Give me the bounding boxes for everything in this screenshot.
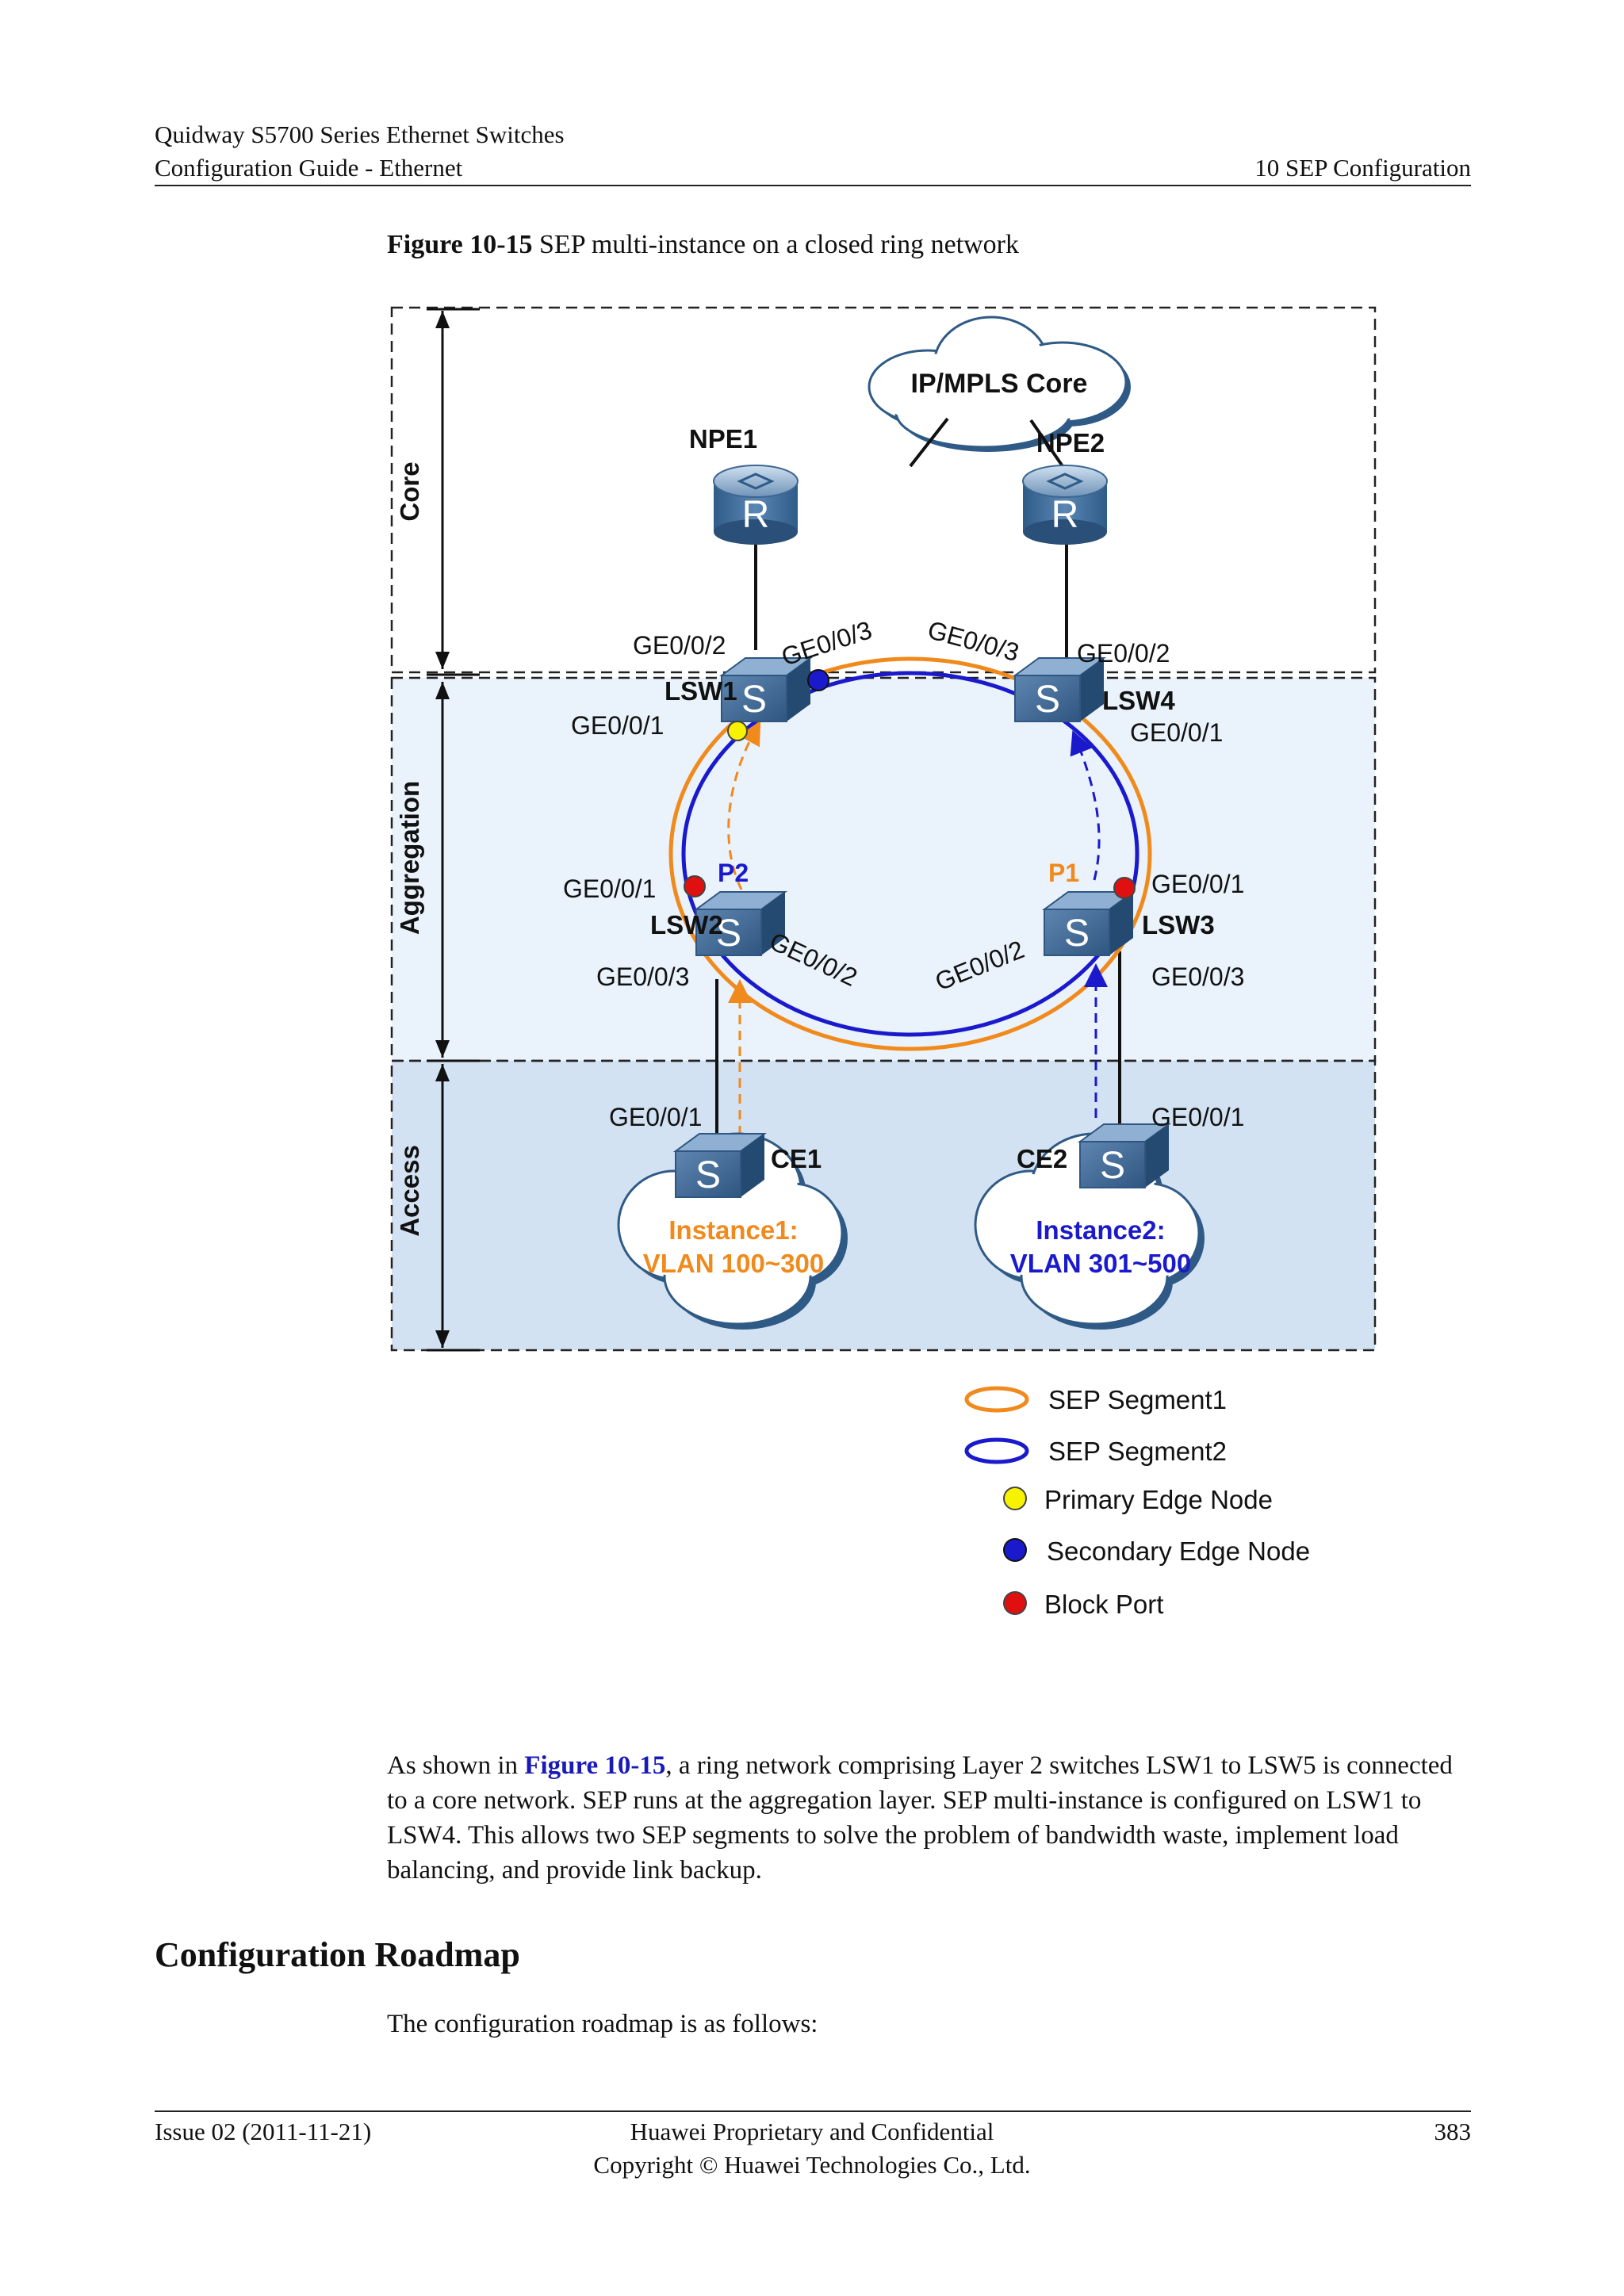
- lsw2-port-ge001: GE0/0/1: [563, 874, 656, 903]
- npe1-router: R: [713, 465, 799, 545]
- lsw4-port-ge001: GE0/0/1: [1130, 718, 1223, 747]
- layer-label-core: Core: [395, 461, 424, 521]
- instance2-path-arrow: [1070, 730, 1101, 881]
- core-layer-box: [390, 306, 1377, 674]
- legend-secondary-swatch: [1003, 1538, 1027, 1562]
- lsw4-switch-glyph: S: [1035, 679, 1060, 721]
- header-rule: [155, 185, 1471, 186]
- npe2-label: NPE2: [1036, 428, 1105, 457]
- footer-page-number: 383: [1434, 2118, 1472, 2145]
- legend-primary-swatch: [1003, 1487, 1027, 1510]
- lsw1-primary-edge-marker: [727, 721, 748, 741]
- legend: SEP Segment1 SEP Segment2 Primary Edge N…: [964, 1385, 1310, 1619]
- ce2-switch-glyph: S: [1100, 1145, 1125, 1187]
- legend-block-swatch: [1003, 1591, 1027, 1615]
- ce1-port-ge001: GE0/0/1: [609, 1103, 702, 1131]
- sep-segment1-ring: [668, 656, 1152, 1051]
- layer-label-aggregation: Aggregation: [395, 781, 424, 935]
- header-chapter: 10 SEP Configuration: [1254, 154, 1471, 182]
- lsw3-switch: S: [1041, 891, 1136, 956]
- layer-label-access: Access: [395, 1145, 424, 1237]
- body-paragraph: As shown in Figure 10-15, a ring network…: [387, 1748, 1473, 1888]
- legend-primary-label: Primary Edge Node: [1044, 1485, 1273, 1514]
- figure-caption: Figure 10-15 SEP multi-instance on a clo…: [387, 230, 1019, 260]
- lsw1-label: LSW1: [665, 676, 737, 706]
- lsw4-port-ge002: GE0/0/2: [1077, 639, 1170, 668]
- npe1-router-glyph: R: [742, 494, 770, 536]
- lsw1-port-ge002: GE0/0/2: [633, 631, 726, 660]
- ce1-switch: S: [672, 1133, 768, 1198]
- legend-segment2-label: SEP Segment2: [1048, 1437, 1227, 1466]
- header-guide: Configuration Guide - Ethernet: [155, 154, 463, 182]
- sep-segment2-ring: [681, 671, 1139, 1037]
- lsw3-block-port-marker: [1113, 877, 1136, 899]
- legend-secondary-label: Secondary Edge Node: [1047, 1536, 1310, 1566]
- lsw2-switch-glyph: S: [716, 913, 741, 955]
- footer-confidential: Huawei Proprietary and Confidential: [630, 2118, 994, 2145]
- lsw2-port-ge003: GE0/0/3: [596, 962, 689, 991]
- legend-segment1-label: SEP Segment1: [1048, 1385, 1227, 1414]
- npe2-router-glyph: R: [1051, 494, 1079, 536]
- instance2-title: Instance2:: [1036, 1215, 1165, 1245]
- ce2-port-ge001: GE0/0/1: [1151, 1103, 1244, 1131]
- access-layer-box: [390, 1059, 1377, 1352]
- instance1-path-arrow: [727, 720, 761, 890]
- footer-issue: Issue 02 (2011-11-21): [155, 2118, 372, 2145]
- footer-rule: [155, 2110, 1471, 2112]
- lsw1-switch: S: [718, 657, 814, 722]
- para-intro: As shown in: [387, 1751, 525, 1780]
- aggregation-region: [392, 678, 1375, 1061]
- instance1-vlan: VLAN 100~300: [643, 1249, 824, 1278]
- lsw1-port-ge001: GE0/0/1: [571, 711, 664, 740]
- lsw3-label: LSW3: [1142, 910, 1215, 939]
- block-label-p2: P2: [718, 859, 749, 887]
- ce1-switch-glyph: S: [695, 1154, 721, 1196]
- instance1-title: Instance1:: [668, 1215, 798, 1245]
- figure-caption-text: SEP multi-instance on a closed ring netw…: [532, 230, 1019, 259]
- roadmap-intro: The configuration roadmap is as follows:: [387, 2010, 818, 2038]
- cloud-label: IP/MPLS Core: [911, 369, 1088, 399]
- npe1-label: NPE1: [689, 424, 757, 453]
- ce2-label: CE2: [1017, 1144, 1067, 1173]
- lsw4-switch: S: [1012, 657, 1107, 722]
- lsw1-secondary-edge-marker: [807, 669, 829, 691]
- lsw4-label: LSW4: [1102, 686, 1175, 715]
- lsw3-switch-glyph: S: [1064, 913, 1090, 955]
- lsw3-port-ge001: GE0/0/1: [1151, 870, 1244, 898]
- section-heading: Configuration Roadmap: [155, 1935, 520, 1974]
- header-product: Quidway S5700 Series Ethernet Switches: [155, 121, 565, 148]
- lsw1-switch-glyph: S: [741, 679, 767, 721]
- lsw3-port-ge003: GE0/0/3: [1151, 962, 1244, 991]
- footer-copyright: Copyright © Huawei Technologies Co., Ltd…: [593, 2151, 1031, 2179]
- legend-segment2-swatch: [964, 1437, 1029, 1464]
- ce2-switch: S: [1077, 1123, 1172, 1188]
- figure-caption-label: Figure 10-15: [387, 230, 533, 259]
- legend-segment1-swatch: [964, 1386, 1029, 1413]
- lsw2-label: LSW2: [650, 910, 723, 939]
- lsw2-block-port-marker: [684, 875, 706, 897]
- ce1-label: CE1: [771, 1144, 822, 1173]
- access-region: [392, 1061, 1375, 1350]
- block-label-p1: P1: [1048, 859, 1079, 887]
- figure-reference-link[interactable]: Figure 10-15: [524, 1751, 666, 1780]
- npe2-router: R: [1022, 465, 1108, 545]
- para-rest: , a ring network comprising Layer 2 swit…: [387, 1751, 1453, 1885]
- instance2-vlan: VLAN 301~500: [1010, 1249, 1191, 1278]
- lsw2-switch: S: [693, 891, 788, 956]
- sep-network-diagram: Core Aggregation Access IP/MPLS Core R: [390, 306, 1377, 1619]
- legend-block-label: Block Port: [1044, 1590, 1163, 1619]
